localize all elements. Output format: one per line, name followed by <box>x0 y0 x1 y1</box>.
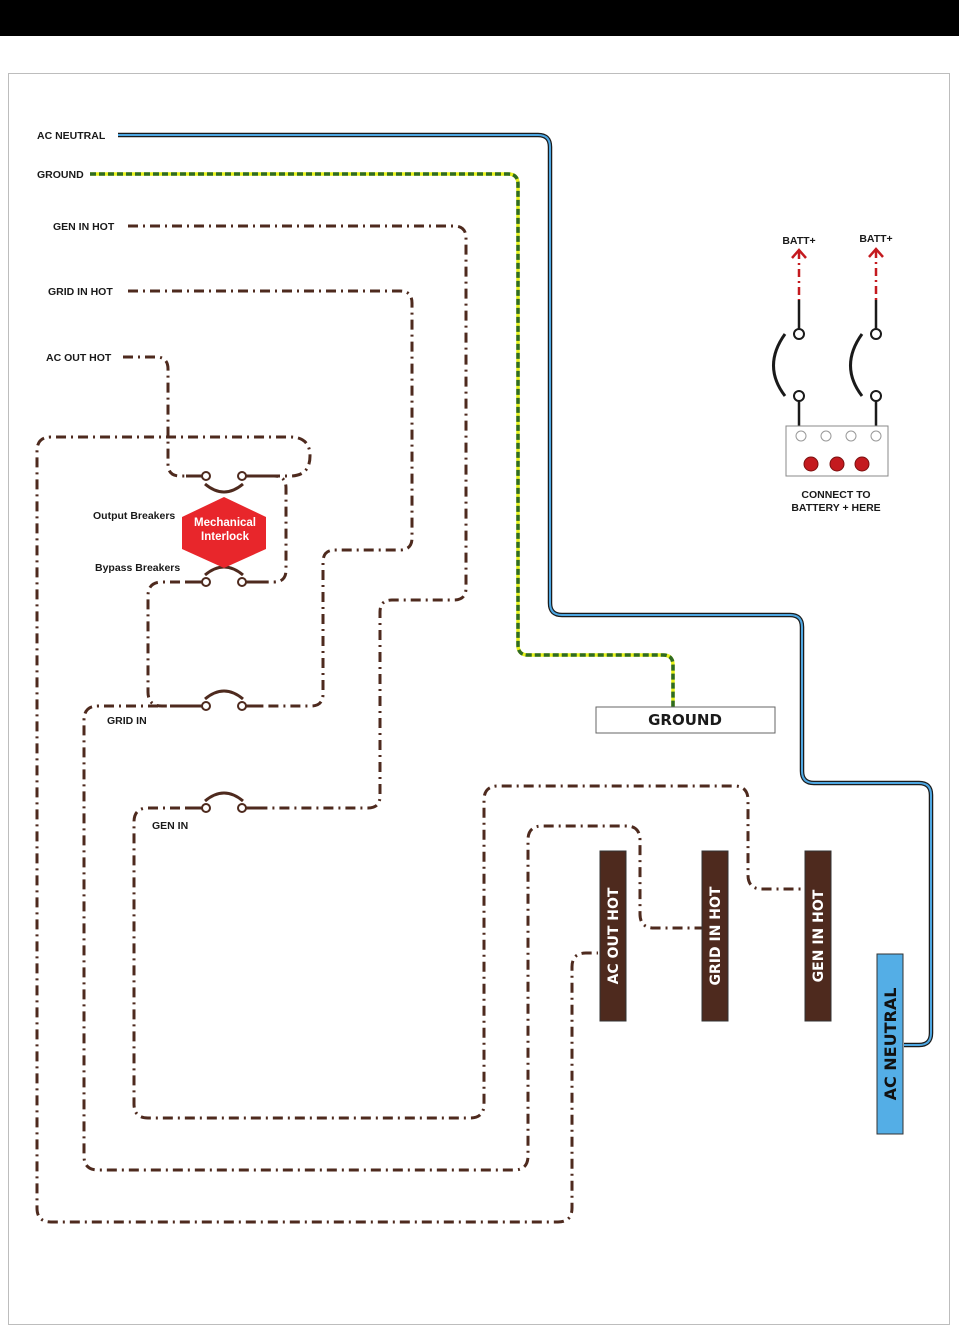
interlock-label-line2: Interlock <box>201 531 250 543</box>
gen-in-hot-bus-label: GEN IN HOT <box>811 889 827 982</box>
grid-in-loop-wire <box>82 704 702 1172</box>
arrow-up-icon <box>868 247 884 258</box>
grid-in-hot-bus-label: GRID IN HOT <box>708 886 724 985</box>
grid-in-label: GRID IN <box>107 715 147 727</box>
batt-plus-label-right: BATT+ <box>859 233 892 245</box>
output-breakers-label: Output Breakers <box>93 510 175 522</box>
ac-neutral-bus-label: AC NEUTRAL <box>881 988 900 1101</box>
bypass-breaker[interactable] <box>186 565 262 587</box>
ground-bus-label: GROUND <box>648 711 722 729</box>
gen-in-hot-wire <box>128 224 468 810</box>
gen-in-hot-label: GEN IN HOT <box>53 221 115 233</box>
ground-bus-bar: GROUND <box>595 706 776 734</box>
top-black-bar <box>0 0 959 36</box>
gen-in-label: GEN IN <box>152 820 188 832</box>
grid-in-hot-bus-bar: GRID IN HOT <box>701 850 729 1022</box>
ac-out-hot-bus-label: AC OUT HOT <box>606 887 622 984</box>
ac-neutral-label: AC NEUTRAL <box>37 130 106 142</box>
output-bypass-link-wire <box>246 474 288 584</box>
grid-in-hot-label: GRID IN HOT <box>48 286 113 298</box>
interlock-label-line1: Mechanical <box>194 517 256 529</box>
gen-in-hot-bus-bar: GEN IN HOT <box>804 850 832 1022</box>
ac-neutral-bus-bar: AC NEUTRAL <box>876 953 904 1135</box>
ac-out-hot-label: AC OUT HOT <box>46 352 112 364</box>
arrow-up-icon <box>791 248 807 259</box>
ac-out-loop-wire <box>35 435 598 1224</box>
grid-in-hot-wire <box>128 289 414 708</box>
mechanical-interlock: Mechanical Interlock <box>182 497 266 568</box>
ac-out-hot-wire <box>123 355 202 478</box>
ground-wire <box>90 172 675 707</box>
battery-connection: BATT+ BATT+ CONNECT TO BATTERY + HERE <box>772 233 893 514</box>
battery-caption-line2: BATTERY + HERE <box>791 502 880 514</box>
bypass-breakers-label: Bypass Breakers <box>95 562 180 574</box>
bypass-grid-link-wire <box>146 580 202 708</box>
ac-neutral-wire <box>118 132 934 1048</box>
gen-in-loop-wire <box>132 784 804 1120</box>
diagram-frame <box>8 73 950 1325</box>
batt-plus-label-left: BATT+ <box>782 235 815 247</box>
grid-in-breaker[interactable] <box>186 689 262 711</box>
ac-out-hot-bus-bar: AC OUT HOT <box>599 850 627 1022</box>
output-breaker[interactable] <box>186 471 270 494</box>
battery-caption-line1: CONNECT TO <box>801 489 870 501</box>
gen-in-breaker[interactable] <box>186 791 262 813</box>
ground-label: GROUND <box>37 169 84 181</box>
